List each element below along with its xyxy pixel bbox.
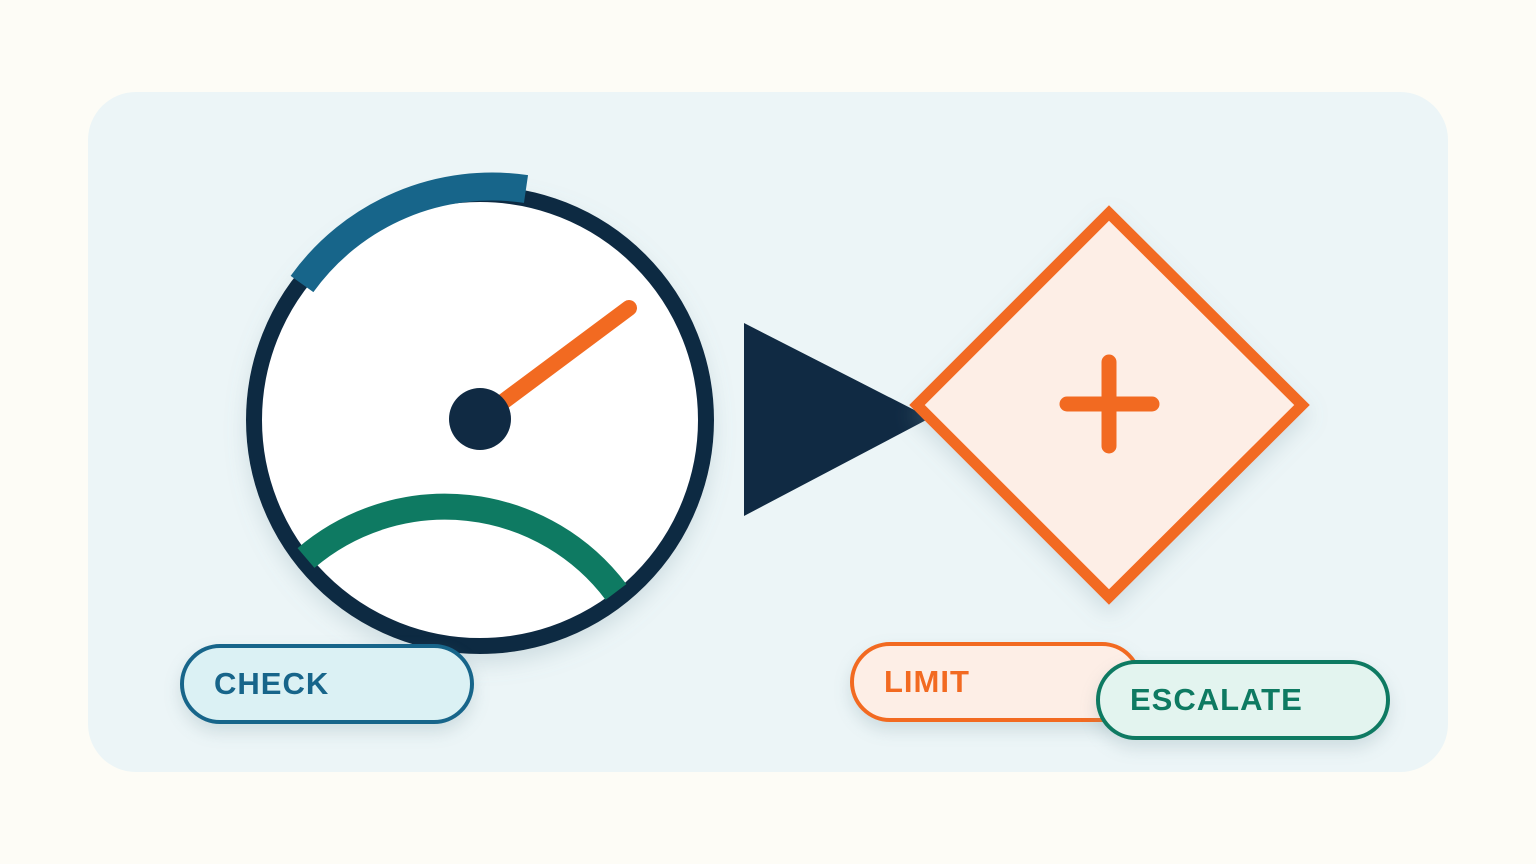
gauge-blue-arc [290,172,529,293]
gauge-hub [449,388,511,450]
gauge-icon [246,172,714,654]
decision-diamond-icon [909,205,1310,605]
gauge-green-arc [297,493,627,600]
plus-icon [1059,354,1160,454]
limit-pill: LIMIT [850,642,1142,722]
check-pill: CHECK [180,644,474,724]
play-arrow-icon [744,323,930,516]
escalate-label: ESCALATE [1130,682,1303,717]
check-label: CHECK [214,666,330,701]
escalate-pill: ESCALATE [1096,660,1390,740]
limit-label: LIMIT [884,664,970,699]
